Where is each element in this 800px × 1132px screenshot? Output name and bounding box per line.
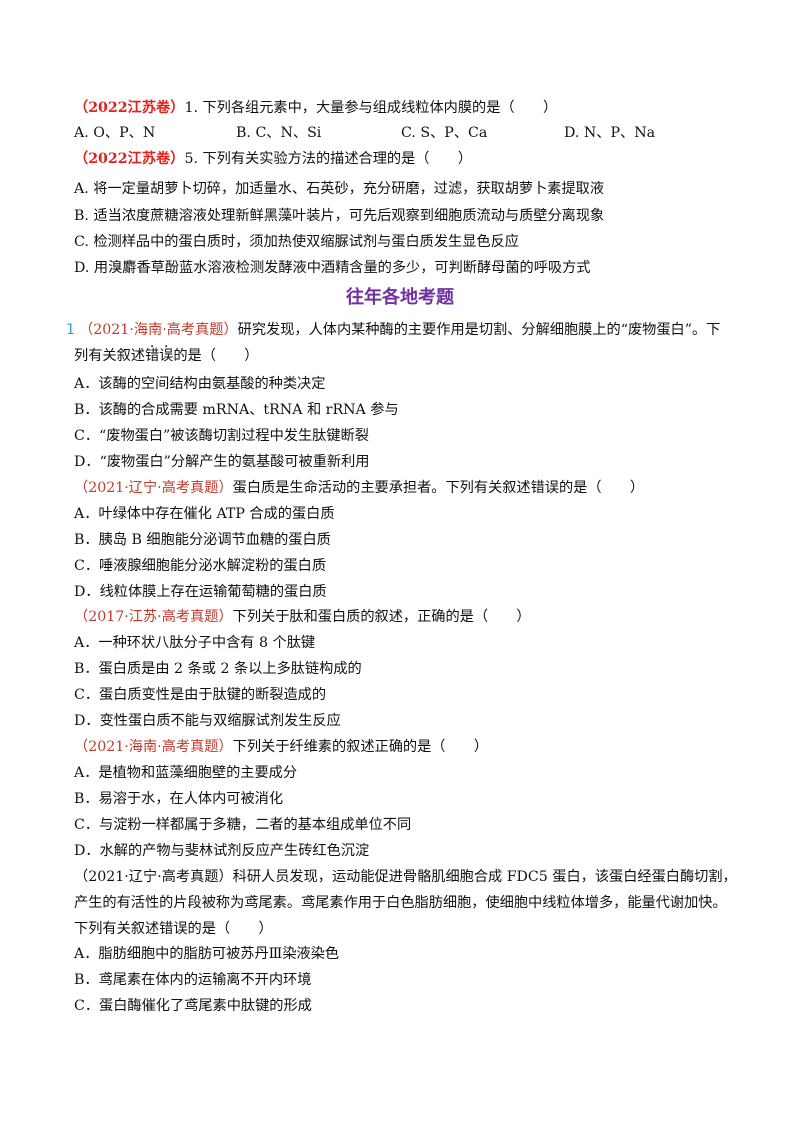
option-b: B．蛋白质是由 2 条或 2 条以上多肽链构成的 [74,661,362,677]
question-source-tag: （2017·江苏·高考真题） [74,609,233,625]
option-b: B．鸢尾素在体内的运输离不开内环境 [74,972,312,988]
option-c: C．与淀粉一样都属于多糖，二者的基本组成单位不同 [74,817,412,833]
option-d: D．线粒体膜上存在运输葡萄糖的蛋白质 [74,584,327,600]
question-4: （2021·海南·高考真题）下列关于纤维素的叙述正确的是（ ） [74,736,734,758]
option-c: C．“废物蛋白”被该酶切割过程中发生肽键断裂 [74,428,369,444]
option-b: B. C、N、Si [236,125,322,141]
question-source-tag: （2022江苏卷） [74,100,185,116]
question-source-tag: （2021·辽宁·高考真题） [74,480,233,496]
option-c: C．蛋白质变性是由于肽键的断裂造成的 [74,687,327,703]
question-1-line2: 列有关叙述错误的是（ ） [74,345,734,367]
option-a: A. 将一定量胡萝卜切碎，加适量水、石英砂，充分研磨，过滤，获取胡萝卜素提取液 [74,181,605,197]
option-a: A．叶绿体中存在催化 ATP 合成的蛋白质 [74,506,335,522]
question-source-tag: （2021·海南·高考真题） [79,322,238,338]
question-2022-5: （2022江苏卷）5. 下列有关实验方法的描述合理的是（ ） [74,148,734,170]
option-b: B．该酶的合成需要 mRNA、tRNA 和 rRNA 参与 [74,402,399,418]
option-b: B. 适当浓度蔗糖溶液处理新鲜黑藻叶装片，可先后观察到细胞质流动与质壁分离现象 [74,208,605,224]
question-stem: 5. 下列有关实验方法的描述合理的是（ ） [184,151,473,167]
emphasis-char: 错 [145,348,159,364]
option-a: A．该酶的空间结构由氨基酸的种类决定 [74,376,326,392]
option-b: B．胰岛 B 细胞能分泌调节血糖的蛋白质 [74,532,331,548]
question-2: （2021·辽宁·高考真题）蛋白质是生命活动的主要承担者。下列有关叙述错误的是（… [74,477,734,499]
question-number: 1 [66,322,76,338]
question-stem-part: 的是（ ） [173,348,259,364]
option-d: D．变性蛋白质不能与双缩脲试剂发生反应 [74,713,341,729]
question-source-tag: （2021·海南·高考真题） [74,739,233,755]
question-source-tag: （2022江苏卷） [74,151,185,167]
question-5-line2: 产生的有活性的片段被称为鸢尾素。鸢尾素作用于白色脂肪细胞，使细胞中线粒体增多，能… [74,895,727,911]
question-stem: 蛋白质是生命活动的主要承担者。下列有关叙述错误的是（ ） [232,480,645,496]
option-b: B．易溶于水，在人体内可被消化 [74,791,284,807]
question-3: （2017·江苏·高考真题）下列关于肽和蛋白质的叙述，正确的是（ ） [74,606,734,628]
question-stem: 研究发现，人体内某种酶的主要作用是切割、分解细胞膜上的“废物蛋白”。下 [237,322,721,338]
option-c: C. 检测样品中的蛋白质时，须加热使双缩脲试剂与蛋白质发生显色反应 [74,234,519,250]
option-d: D．“废物蛋白”分解产生的氨基酸可被重新利用 [74,454,370,470]
option-d: D．水解的产物与斐林试剂反应产生砖红色沉淀 [74,843,370,859]
option-d: D. N、P、Na [564,125,656,141]
option-a: A．脂肪细胞中的脂肪可被苏丹Ⅲ染液染色 [74,946,340,962]
question-stem: 下列关于纤维素的叙述正确的是（ ） [232,739,489,755]
option-a: A. O、P、N [74,125,156,141]
section-title: 往年各地考题 [346,287,454,308]
question-stem-part: 列有关叙述 [74,348,145,364]
option-c: C. S、P、Ca [401,125,488,141]
question-stem: 1. 下列各组元素中，大量参与组成线粒体内膜的是（ ） [184,100,558,116]
option-c: C．蛋白酶催化了鸢尾素中肽键的形成 [74,998,312,1014]
emphasis-char: 误 [159,348,173,364]
question-1: 1（2021·海南·高考真题）研究发现，人体内某种酶的主要作用是切割、分解细胞膜… [66,319,726,341]
question-stem: 下列关于肽和蛋白质的叙述，正确的是（ ） [232,609,531,625]
question-2022-1: （2022江苏卷）1. 下列各组元素中，大量参与组成线粒体内膜的是（ ） [74,97,734,119]
option-a: A．一种环状八肽分子中含有 8 个肽键 [74,635,316,651]
option-d: D. 用溴麝香草酚蓝水溶液检测发酵液中酒精含量的多少，可判断酵母菌的呼吸方式 [74,260,591,276]
question-5-line3: 下列有关叙述错误的是（ ） [74,921,273,937]
option-c: C．唾液腺细胞能分泌水解淀粉的蛋白质 [74,558,327,574]
option-a: A．是植物和蓝藻细胞壁的主要成分 [74,765,298,781]
question-5: （2021·辽宁·高考真题）科研人员发现，运动能促进骨骼肌细胞合成 FDC5 蛋… [74,869,737,885]
